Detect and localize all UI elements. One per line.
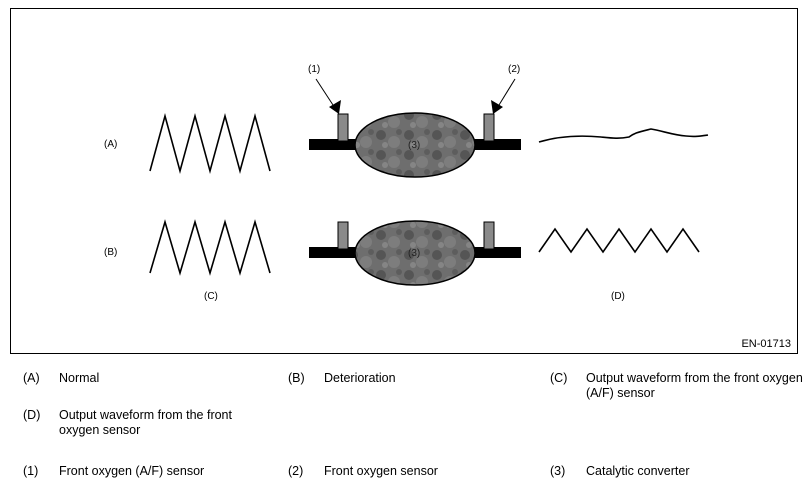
exhaust-pipe-left-b <box>309 247 357 258</box>
callout-line-1 <box>315 78 334 106</box>
legend-key-1: (1) <box>23 464 39 478</box>
legend-key-3: (3) <box>550 464 566 478</box>
exhaust-pipe-left-a <box>309 139 357 150</box>
converter-label-a: (3) <box>408 140 421 151</box>
exhaust-pipe-right-a <box>473 139 521 150</box>
legend-text-2: Front oxygen sensor <box>324 464 438 478</box>
catalytic-converter-a <box>354 112 476 178</box>
legend-text-a: Normal <box>59 371 100 385</box>
catalytic-converter-b <box>354 220 476 286</box>
legend-text-d: Output waveform from the front oxygen se… <box>59 408 232 437</box>
legend-text-1: Front oxygen (A/F) sensor <box>59 464 205 478</box>
waveform-d-row-b <box>538 227 700 254</box>
converter-label-b: (3) <box>408 248 421 259</box>
waveform-d-row-a <box>538 128 709 143</box>
front-o2-sensor-a <box>483 113 495 142</box>
column-label-d: (D) <box>611 291 625 302</box>
front-af-sensor-b <box>337 221 349 250</box>
callout-label-2: (2) <box>508 64 521 75</box>
legend-text-c: Output waveform from the front oxygen (A… <box>586 371 803 400</box>
figure-id: EN-01713 <box>741 338 791 350</box>
diagram-canvas <box>149 78 709 286</box>
callout-line-2 <box>498 78 516 106</box>
waveform-c-row-a <box>149 112 271 175</box>
legend-key-b: (B) <box>288 371 305 385</box>
exhaust-pipe-right-b <box>473 247 521 258</box>
front-o2-sensor-b <box>483 221 495 250</box>
legend-key-2: (2) <box>288 464 304 478</box>
legend-key-d: (D) <box>23 408 41 422</box>
legend-text-b: Deterioration <box>324 371 396 385</box>
callout-arrow-2 <box>491 100 503 114</box>
callout-label-1: (1) <box>308 64 321 75</box>
legend-text-3: Catalytic converter <box>586 464 690 478</box>
legend-key-c: (C) <box>550 371 568 385</box>
diagram-figure: (1) (2) (A) (B) (3) (3) (C) (D) EN-01713 <box>10 8 798 354</box>
row-label-a: (A) <box>104 139 118 150</box>
legend-key-a: (A) <box>23 371 40 385</box>
front-af-sensor-a <box>337 113 349 142</box>
column-label-c: (C) <box>204 291 218 302</box>
callout-arrow-1 <box>329 100 341 114</box>
waveform-c-row-b <box>149 219 271 276</box>
row-label-b: (B) <box>104 247 118 258</box>
